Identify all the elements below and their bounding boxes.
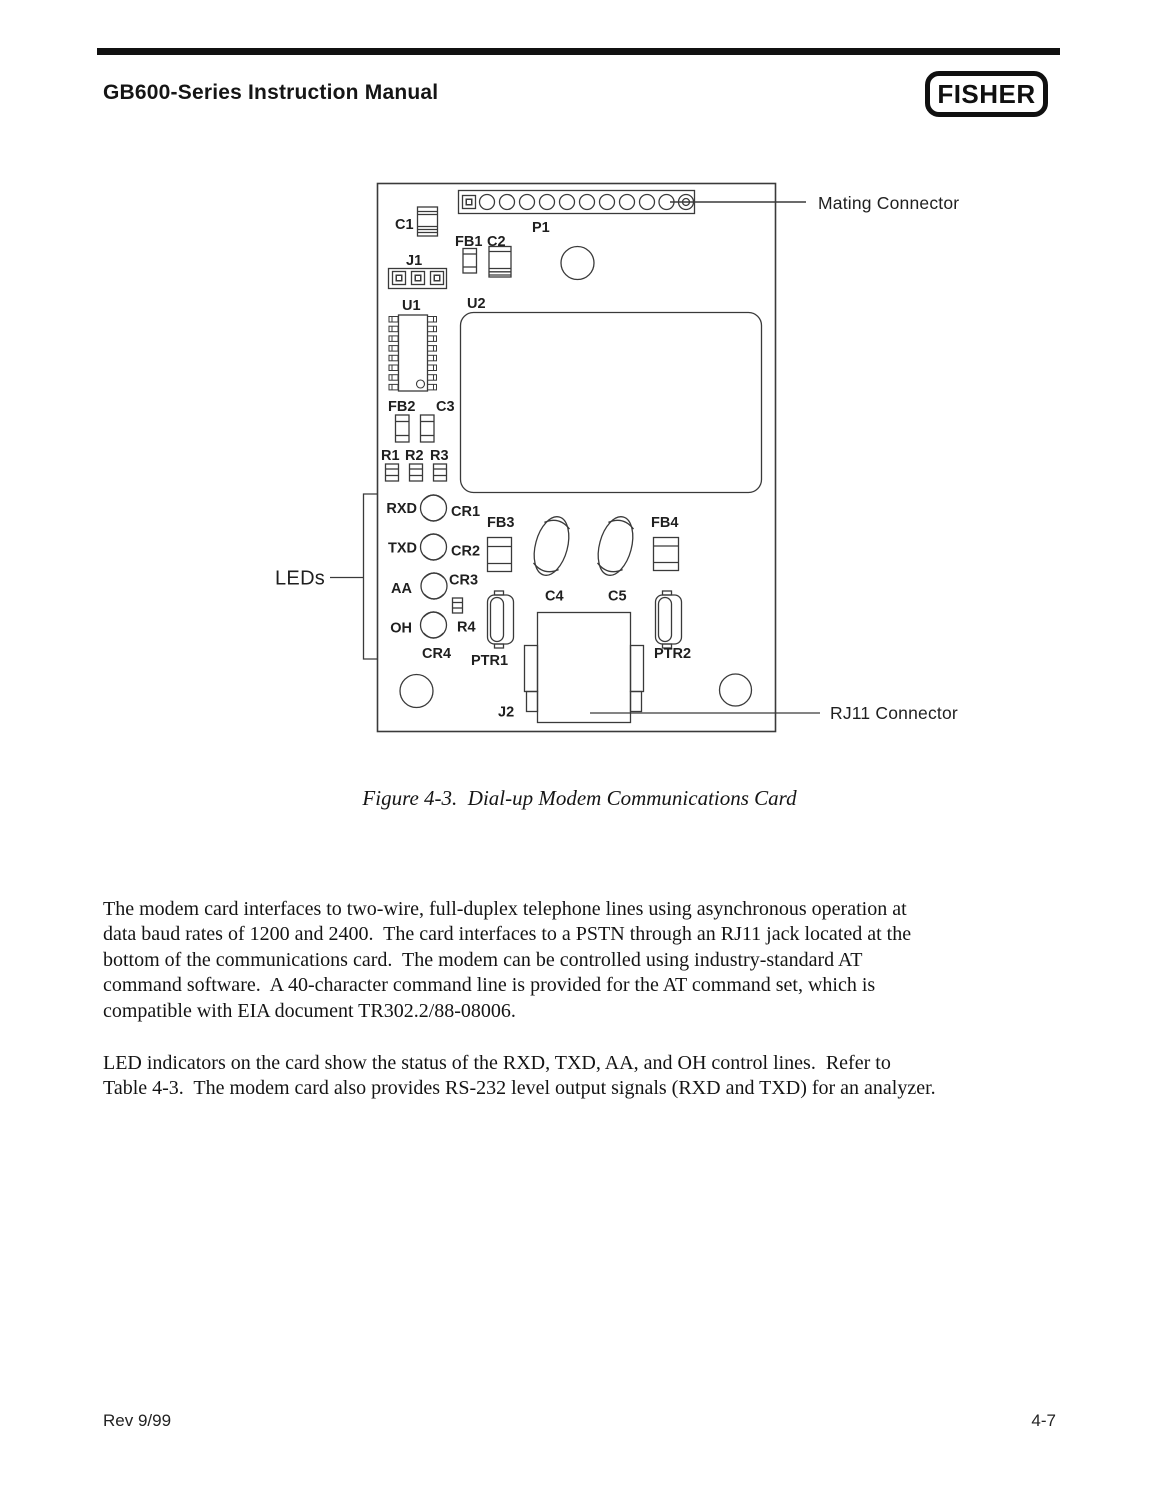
p1-pin1-square [461, 194, 477, 210]
ptr1-component [486, 590, 515, 649]
p1-connector [457, 189, 696, 215]
p1-pin-circle [638, 193, 656, 211]
j1-label: J1 [406, 253, 422, 269]
p1-label: P1 [532, 220, 550, 236]
p1-pin-circle [618, 193, 636, 211]
rxd-label: RXD [386, 501, 417, 517]
led-cr1 [419, 494, 448, 522]
fb3-label: FB3 [487, 515, 514, 531]
circuit-board-outline [376, 182, 777, 733]
leds-bracket [362, 493, 377, 660]
body-line: bottom of the communications card. The m… [103, 948, 863, 971]
led-cr2 [419, 533, 448, 561]
fb4-label: FB4 [651, 515, 678, 531]
r3-resistor [432, 463, 448, 482]
body-line: The modem card interfaces to two-wire, f… [103, 898, 907, 920]
p1-pin-circle [498, 193, 516, 211]
cr4-label: CR4 [422, 646, 451, 662]
fb2-label: FB2 [388, 399, 415, 415]
c1-capacitor [416, 206, 439, 237]
u1-label: U1 [402, 298, 421, 314]
r4-resistor [451, 597, 464, 614]
mount-hole-right [718, 673, 753, 707]
u2-label: U2 [467, 296, 486, 312]
modem-card-diagram: Mating Connector C1 J1 FB1 C2 P1 U1 [275, 182, 959, 733]
led-cr3 [420, 572, 448, 600]
r2-resistor [408, 463, 424, 482]
footer-revision: Rev 9/99 [103, 1411, 172, 1430]
fb1-label: FB1 [455, 234, 482, 250]
r1-resistor [384, 463, 400, 482]
footer-page-number: 4-7 [1031, 1411, 1056, 1430]
c3-label: C3 [436, 399, 455, 415]
j2-rj11-jack [523, 611, 645, 724]
c4-label: C4 [545, 589, 564, 605]
r3-label: R3 [430, 448, 449, 464]
body-line: compatible with EIA document TR302.2/88-… [103, 999, 516, 1022]
u1-ic [388, 314, 438, 392]
c5-label: C5 [608, 589, 627, 605]
fb1-ferrite [462, 247, 478, 274]
p1-pin-circle [518, 193, 536, 211]
led-cr4 [419, 611, 448, 639]
ptr2-component [654, 590, 683, 649]
r2-label: R2 [405, 448, 424, 464]
fb3-ferrite [486, 536, 513, 573]
oh-label: OH [390, 621, 412, 637]
figure-caption: Figure 4-3. Dial-up Modem Communications… [362, 786, 797, 810]
aa-label: AA [391, 581, 412, 597]
r1-label: R1 [381, 448, 400, 464]
p1-pin-circle [578, 193, 596, 211]
body-line: Table 4-3. The modem card also provides … [103, 1077, 936, 1100]
cr3-label: CR3 [449, 573, 478, 589]
body-line: data baud rates of 1200 and 2400. The ca… [103, 923, 912, 946]
fisher-logo: FISHER [925, 71, 1048, 117]
body-line: LED indicators on the card show the stat… [103, 1052, 891, 1074]
p1-pin-circle [538, 193, 556, 211]
fb2-ferrite [394, 414, 410, 443]
header-rule [97, 48, 1060, 55]
ptr1-label: PTR1 [471, 653, 508, 669]
u2-ic [459, 311, 763, 494]
p1-pin-circle [598, 193, 616, 211]
r4-label: R4 [457, 620, 476, 636]
cr2-label: CR2 [451, 544, 480, 560]
leds-label: LEDs [275, 568, 325, 590]
j2-label: J2 [498, 705, 514, 721]
paragraph-1: The modem card interfaces to two-wire, f… [103, 897, 1068, 1024]
mount-hole-top [560, 245, 595, 281]
c5-capacitor [591, 512, 640, 580]
paragraph-2: LED indicators on the card show the stat… [103, 1051, 1068, 1102]
p1-pin-circle [558, 193, 576, 211]
c3-capacitor [419, 414, 435, 443]
c1-label: C1 [395, 217, 414, 233]
page-title: GB600-Series Instruction Manual [103, 81, 439, 104]
rj11-connector-label: RJ11 Connector [830, 703, 958, 723]
c4-capacitor [527, 512, 576, 580]
c2-label: C2 [487, 234, 506, 250]
ptr2-label: PTR2 [654, 646, 691, 662]
u1-pin1-dot [415, 379, 426, 389]
mating-connector-label: Mating Connector [818, 193, 959, 213]
p1-pin-circle [478, 193, 496, 211]
body-line: command software. A 40-character command… [103, 974, 876, 997]
j1-jumper [387, 267, 448, 290]
mount-hole-left [399, 673, 434, 709]
c2-capacitor [488, 245, 512, 278]
fb4-ferrite [652, 536, 680, 572]
txd-label: TXD [388, 541, 417, 557]
cr1-label: CR1 [451, 504, 480, 520]
